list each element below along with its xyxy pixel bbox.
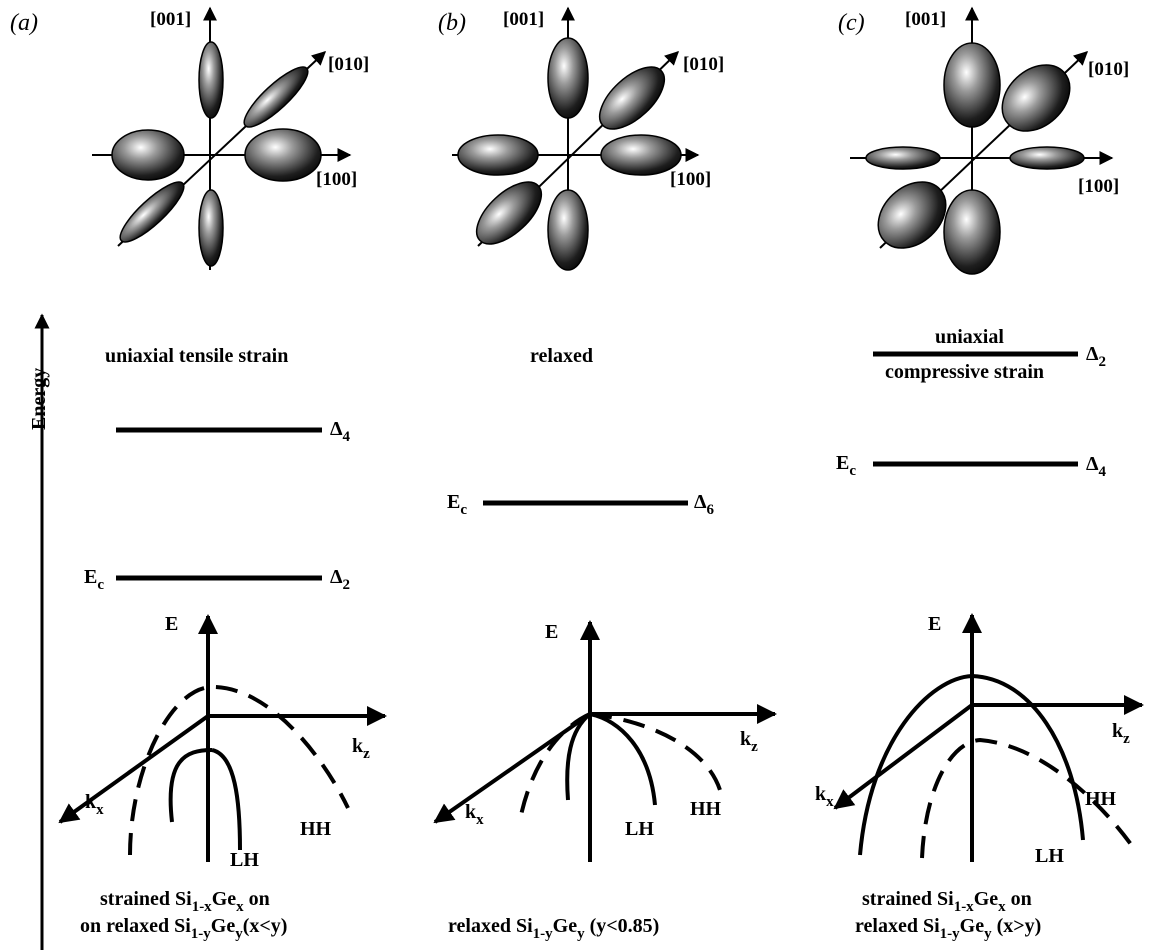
panel-a-axis-100: [100]	[316, 169, 357, 190]
panel-a-tag: (a)	[10, 10, 38, 36]
panel-c-delta4-label: Δ4	[1086, 453, 1107, 480]
panel-a-kx-label: kx	[85, 791, 104, 818]
panel-b-ellipsoids	[452, 8, 698, 270]
panel-a-e-axis-label: E	[165, 613, 178, 635]
panel-a-strain-label: uniaxial tensile strain	[105, 345, 288, 367]
panel-b-axis-001: [001]	[503, 9, 544, 30]
panel-a-hh-label: HH	[300, 818, 332, 840]
panel-c-kz-label: kz	[1112, 720, 1130, 747]
panel-a-axis-010: [010]	[328, 54, 369, 75]
panel-c-e-axis-label: E	[928, 613, 941, 635]
panel-b-axis-100: [100]	[670, 169, 711, 190]
panel-c-lh-label: LH	[1035, 845, 1064, 867]
panel-a-lh-label: LH	[230, 849, 259, 871]
panel-a-axis-001: [001]	[150, 9, 191, 30]
panel-a-ec-label: Ec	[84, 566, 104, 593]
panel-b-caption-line1: relaxed Si1-yGey (y<0.85)	[448, 915, 659, 942]
panel-c-axis-001: [001]	[905, 9, 946, 30]
panel-b-delta6-label: Δ6	[694, 491, 715, 518]
panel-b-valence-bands	[435, 622, 775, 862]
panel-c-tag: (c)	[838, 10, 865, 36]
panel-c-kx-label: kx	[815, 783, 834, 810]
panel-c-caption-line2: relaxed Si1-yGey (x>y)	[855, 915, 1041, 942]
panel-b-strain-label: relaxed	[530, 345, 593, 367]
panel-b-lh-label: LH	[625, 818, 654, 840]
panel-b-ec-label: Ec	[447, 491, 467, 518]
panel-c-valence-bands	[835, 615, 1142, 862]
panel-a-valence-bands	[60, 616, 385, 862]
energy-axis-label: Energy	[28, 368, 50, 430]
panel-a-caption-line1: strained Si1-xGex on	[100, 888, 270, 915]
panel-c-caption-line1: strained Si1-xGex on	[862, 888, 1032, 915]
panel-b-kx-label: kx	[465, 801, 484, 828]
panel-c-ec-label: Ec	[836, 452, 856, 479]
panel-c-strain-label-line1: uniaxial	[935, 326, 1004, 348]
panel-a-delta2-label: Δ2	[330, 566, 350, 593]
panel-a-ellipsoids	[92, 8, 350, 270]
panel-c-strain-label-line2: compressive strain	[885, 361, 1044, 383]
panel-b-hh-label: HH	[690, 798, 722, 820]
panel-b-kz-label: kz	[740, 728, 758, 755]
panel-c-axis-010: [010]	[1088, 59, 1129, 80]
panel-b-e-axis-label: E	[545, 621, 558, 643]
panel-c-hh-label: HH	[1085, 788, 1117, 810]
panel-a-caption-line2: on relaxed Si1-yGey(x<y)	[80, 915, 287, 942]
panel-a-kz-label: kz	[352, 735, 370, 762]
panel-b-axis-010: [010]	[683, 54, 724, 75]
panel-b-tag: (b)	[438, 10, 466, 36]
panel-c-ellipsoids	[850, 8, 1112, 274]
panel-c-delta2-label: Δ2	[1086, 343, 1106, 370]
panel-a-delta4-label: Δ4	[330, 418, 351, 445]
panel-c-axis-100: [100]	[1078, 176, 1119, 197]
